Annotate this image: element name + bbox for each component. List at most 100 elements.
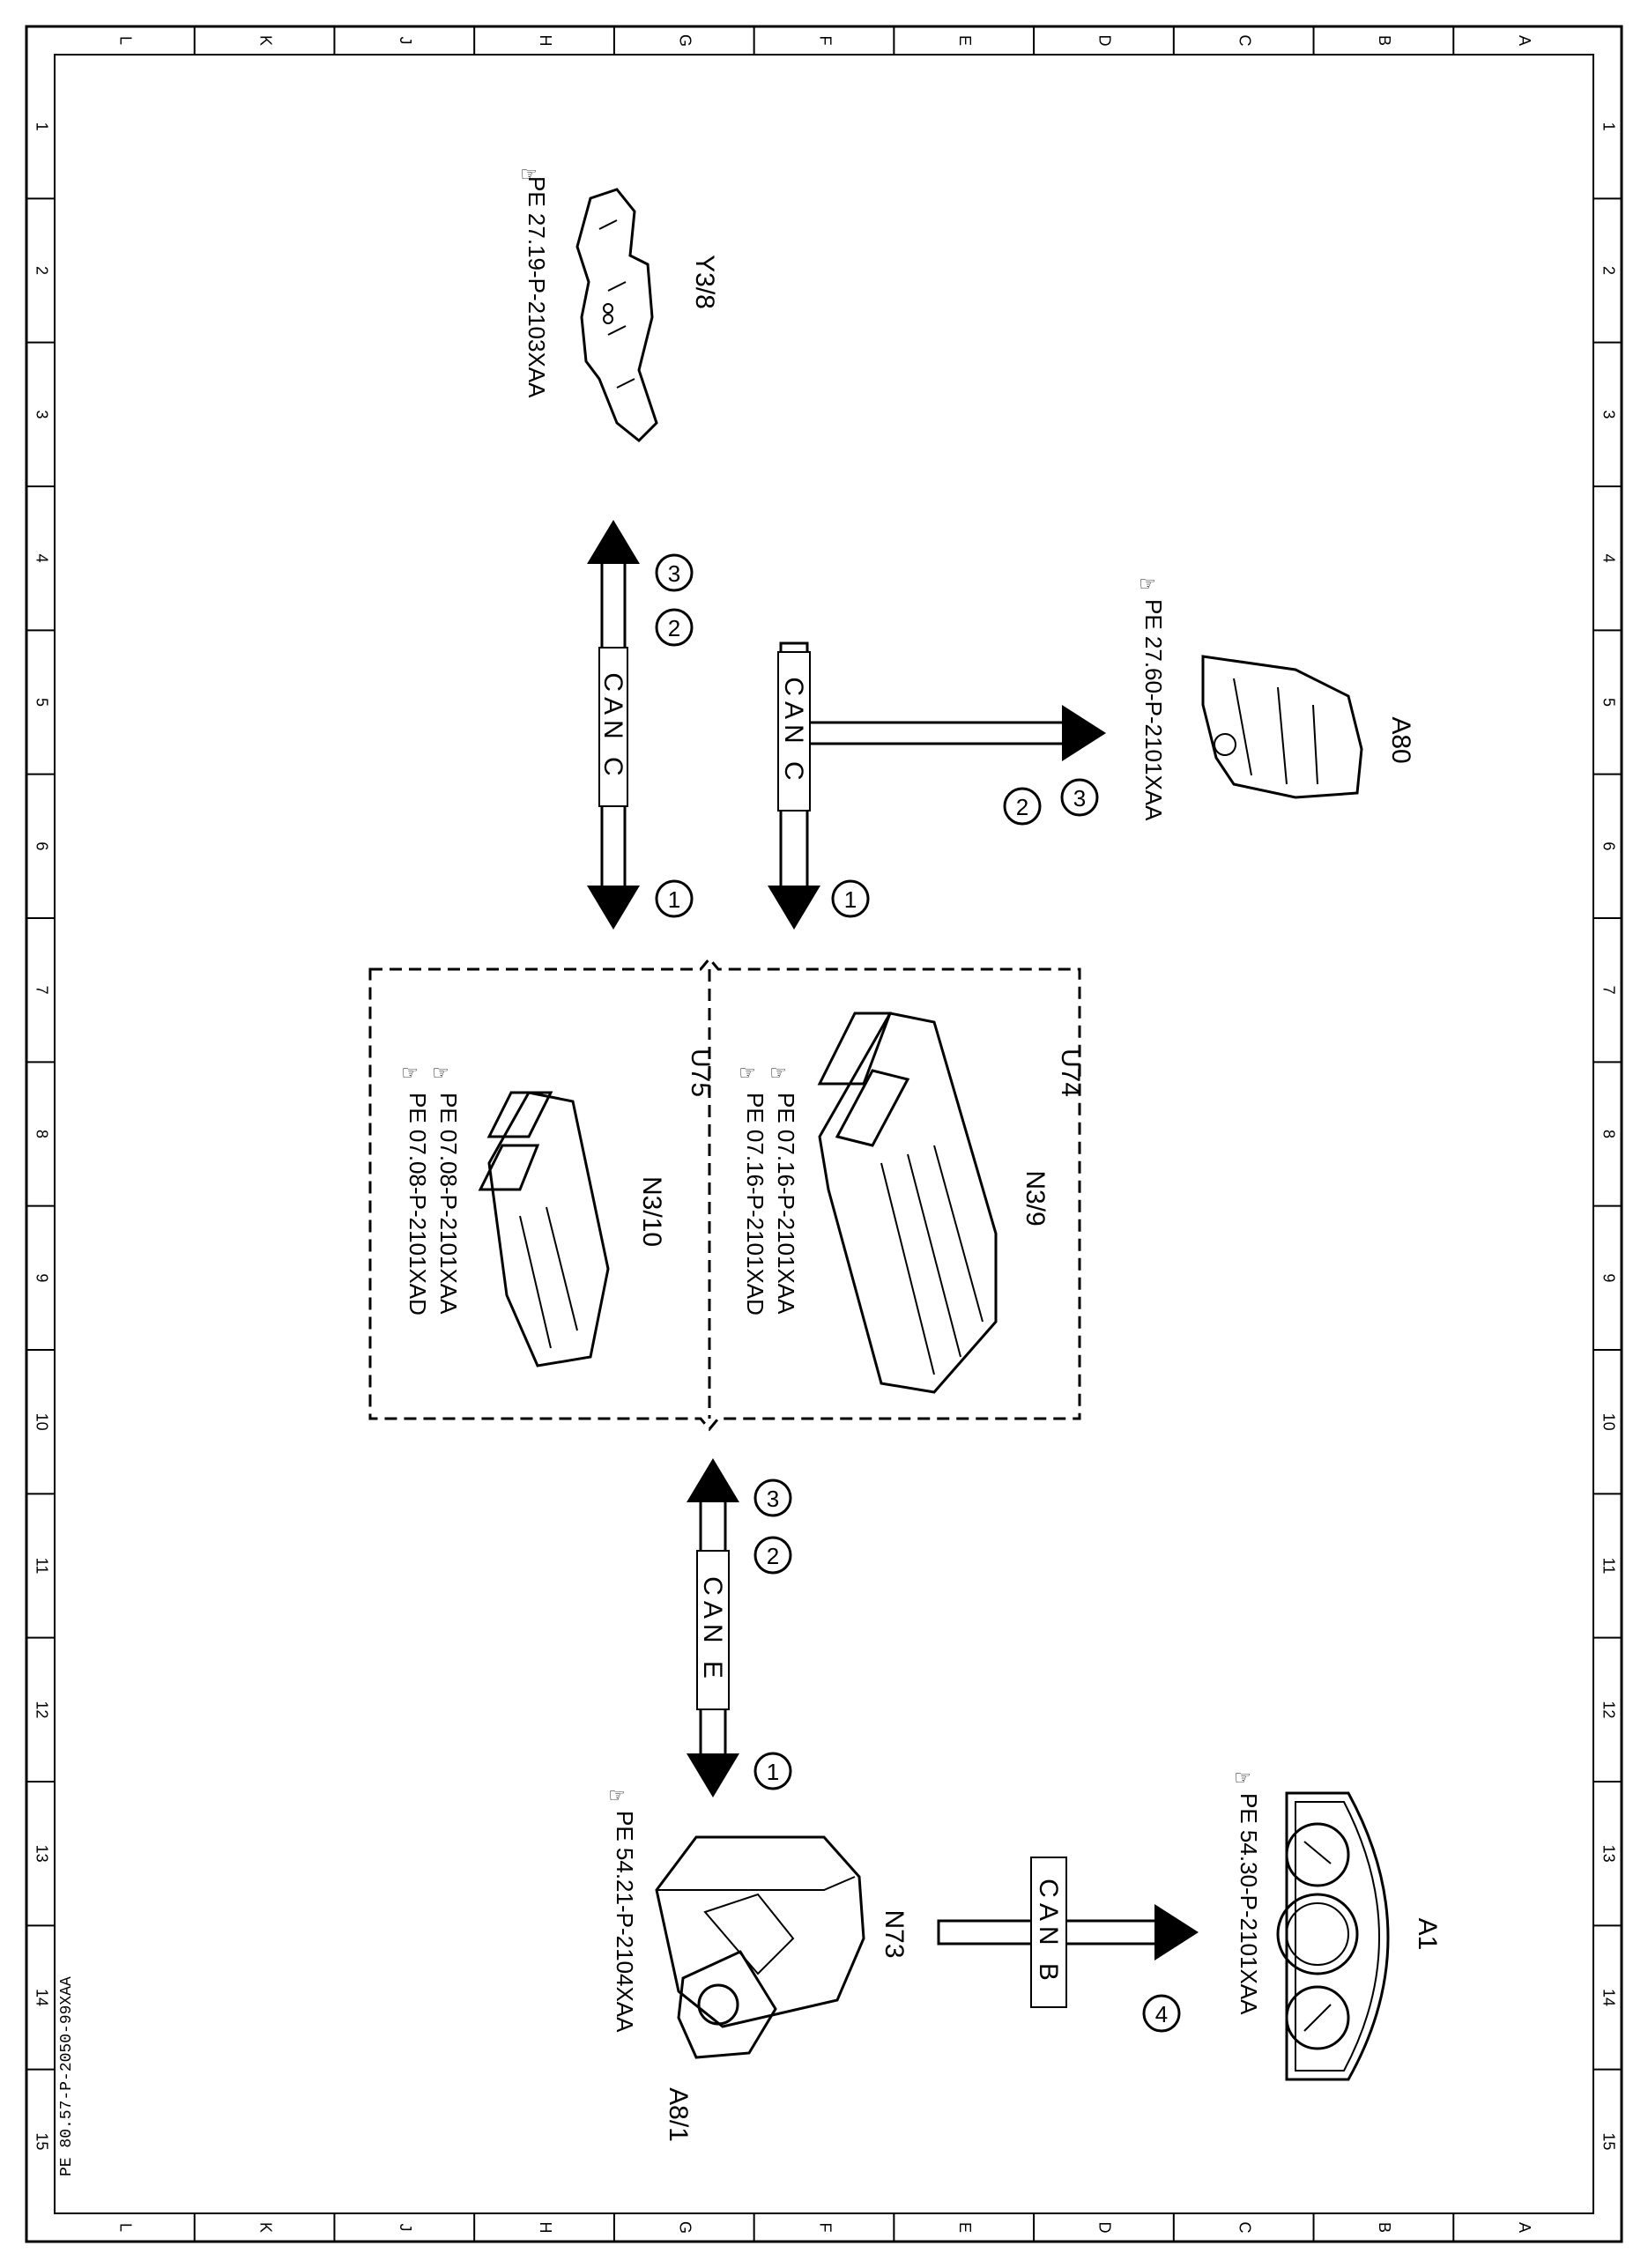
column-letter: D	[1096, 35, 1114, 47]
row-number: 12	[1600, 1701, 1617, 1718]
column-letter: E	[956, 35, 974, 46]
row-number: 5	[1600, 698, 1617, 707]
row-number: 1	[33, 122, 50, 131]
row-number: 9	[33, 1273, 50, 1282]
row-number: 1	[1600, 122, 1617, 131]
n3-9-label: N3/9	[1021, 1170, 1050, 1226]
arrow-down-icon	[687, 1753, 739, 1797]
reference-hand-icon: ☞	[608, 1784, 626, 1806]
arrow-up-icon	[687, 1458, 739, 1502]
row-number: 6	[33, 841, 50, 850]
arrow-right-icon	[1062, 705, 1106, 761]
row-number: 8	[33, 1130, 50, 1138]
gauge-icon	[1285, 1985, 1350, 2050]
marker-circle	[1003, 787, 1042, 826]
module-enclosure: U74 U75	[368, 956, 1085, 1432]
column-letter: C	[1236, 2222, 1253, 2234]
marker-circle	[753, 1479, 792, 1517]
column-letter: K	[256, 35, 274, 46]
column-letter: A	[1516, 35, 1533, 46]
row-number: 4	[1600, 554, 1617, 563]
grid-ticks	[26, 26, 1622, 2242]
column-letter: E	[956, 2222, 974, 2233]
column-letter: F	[816, 2223, 834, 2233]
row-number: 9	[1600, 1273, 1617, 1282]
row-number: 6	[1600, 841, 1617, 850]
marker-circle	[1142, 1994, 1181, 2033]
a1-ref: PE 54.30-P-2101XAA	[1236, 1793, 1262, 2015]
a8-1-key-drawing	[677, 1950, 777, 2059]
n73-ezs-drawing	[655, 1835, 865, 2028]
row-number: 7	[1600, 986, 1617, 995]
y3-8-ref: PE 27.19-P-2103XAA	[523, 176, 550, 398]
row-number: 5	[33, 698, 50, 707]
row-number: 13	[1600, 1845, 1617, 1863]
reference-hand-icon: ☞	[401, 1062, 419, 1084]
column-letter: F	[816, 36, 834, 46]
marker-text: 2	[767, 1543, 779, 1569]
component-y3-8: Y3/8 PE 27.19-P-2103XAA ☞	[520, 163, 719, 443]
arrow-right-icon	[1154, 1904, 1199, 1960]
row-number: 11	[1600, 1558, 1617, 1575]
n3-9-ref2: PE 07.16-P-2101XAD	[742, 1093, 768, 1316]
marker-text: 1	[767, 1759, 779, 1785]
bus-can-e: CAN E 3 2 1	[687, 1458, 792, 1797]
row-number: 15	[1600, 2132, 1617, 2150]
reference-hand-icon: ☞	[520, 163, 538, 185]
column-letter: J	[397, 2224, 414, 2232]
row-number: 4	[33, 554, 50, 563]
arrow-down-icon	[768, 886, 820, 930]
can-e-label: CAN E	[698, 1576, 727, 1684]
component-n73: N73 PE 54.21-P-2104XAA ☞	[608, 1784, 909, 2033]
can-c-left-label: CAN C	[598, 672, 627, 781]
row-number: 2	[33, 266, 50, 275]
column-letter: H	[537, 35, 554, 47]
inner-frame	[54, 54, 1594, 2214]
row-number: 12	[33, 1701, 50, 1718]
n3-9-ecu-drawing	[818, 1012, 998, 1394]
bus-can-c-left: CAN C 3 2 1	[587, 520, 694, 930]
row-number: 11	[33, 1558, 50, 1575]
a8-1-label: A8/1	[664, 2087, 693, 2142]
component-a1: A1 PE 54.30-P-2101XAA ☞	[1234, 1767, 1442, 2081]
n73-ref: PE 54.21-P-2104XAA	[612, 1811, 638, 2033]
component-n3-10: N3/10 PE 07.08-P-2101XAA PE 07.08-P-2101…	[401, 1062, 666, 1367]
column-letter: C	[1236, 35, 1253, 47]
reference-hand-icon: ☞	[769, 1062, 787, 1084]
marker-text: 3	[668, 560, 680, 587]
arrow-down-icon	[587, 886, 640, 930]
row-number: 14	[33, 1989, 50, 2006]
u74-label: U74	[1056, 1049, 1085, 1097]
column-letter: K	[256, 2222, 274, 2233]
column-letter: B	[1376, 2222, 1393, 2233]
marker-text: 3	[1073, 785, 1086, 812]
marker-circle	[655, 553, 694, 592]
marker-text: 2	[668, 615, 680, 641]
row-number: 15	[33, 2132, 50, 2150]
can-b-label: CAN B	[1034, 1879, 1063, 1986]
column-letter: H	[537, 2222, 554, 2234]
row-number: 10	[1600, 1413, 1617, 1431]
y3-8-label: Y3/8	[690, 255, 719, 309]
column-letter: L	[117, 2223, 135, 2232]
a1-label: A1	[1413, 1918, 1442, 1951]
marker-circle	[831, 879, 870, 918]
arrow-up-icon	[587, 520, 640, 564]
column-letter: L	[117, 36, 135, 45]
can-c-right-label: CAN C	[779, 677, 808, 785]
reference-hand-icon: ☞	[432, 1062, 449, 1084]
a1-cluster-drawing	[1285, 1791, 1390, 2081]
row-number: 8	[1600, 1130, 1617, 1138]
row-number: 3	[1600, 410, 1617, 419]
row-number: 2	[1600, 266, 1617, 275]
gauge-icon	[1285, 1822, 1350, 1887]
marker-text: 1	[844, 886, 857, 913]
column-letter: J	[397, 37, 414, 45]
n3-10-ref1: PE 07.08-P-2101XAA	[435, 1093, 462, 1315]
row-number: 10	[33, 1413, 50, 1431]
row-number: 13	[33, 1845, 50, 1863]
n3-10-ref2: PE 07.08-P-2101XAD	[405, 1093, 431, 1316]
